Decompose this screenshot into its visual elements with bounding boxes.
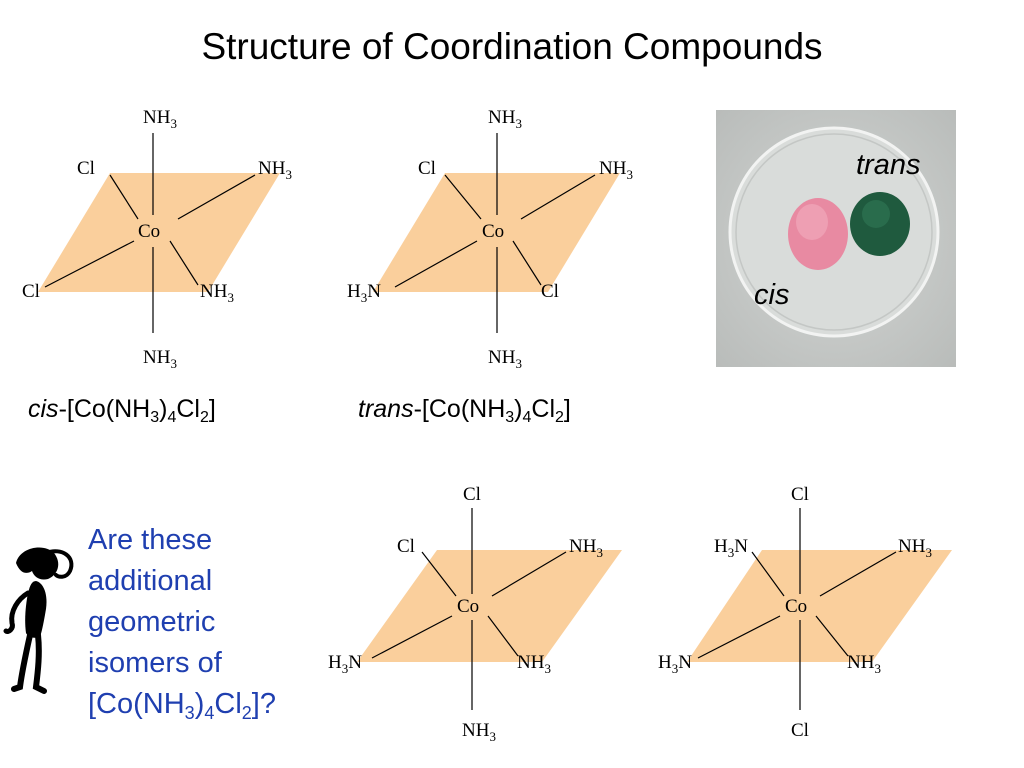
center-atom: Co <box>785 596 807 617</box>
bond-eq-lower-left <box>371 615 453 659</box>
center-atom: Co <box>457 596 479 617</box>
ligand-top: Cl <box>791 484 809 505</box>
question-text: Are these additional geometric isomers o… <box>88 524 276 723</box>
ligand-lower-right: Cl <box>541 281 559 302</box>
trans-caption: trans-[Co(NH3)4Cl2] <box>358 395 571 426</box>
bond-eq-upper-left <box>444 174 482 220</box>
bond-eq-lower-right <box>512 240 542 286</box>
ligand-bottom: Cl <box>791 720 809 741</box>
bond-eq-lower-right <box>487 615 519 657</box>
bond-eq-upper-right <box>520 174 596 220</box>
ligand-lower-left: H3N <box>328 652 362 676</box>
petri-dish-rim <box>735 133 933 331</box>
bond-eq-lower-left <box>697 615 781 659</box>
ligand-bottom: NH3 <box>462 720 496 744</box>
bond-eq-upper-right <box>491 551 567 597</box>
bond-eq-upper-right <box>819 551 897 597</box>
ligand-upper-left: Cl <box>397 536 415 557</box>
ligand-bottom: NH3 <box>488 347 522 371</box>
bond-eq-lower-right <box>169 240 199 286</box>
ligand-upper-right: NH3 <box>898 536 932 560</box>
sample-photo: trans cis <box>716 110 956 367</box>
ligand-top: NH3 <box>488 107 522 131</box>
ligand-lower-left: H3N <box>347 281 381 305</box>
ligand-lower-right: NH3 <box>847 652 881 676</box>
center-atom: Co <box>138 221 160 242</box>
bond-eq-lower-left <box>44 240 135 288</box>
ligand-upper-right: NH3 <box>599 158 633 182</box>
ligand-lower-left: H3N <box>658 652 692 676</box>
ligand-upper-right: NH3 <box>258 158 292 182</box>
bond-eq-lower-right <box>815 615 849 657</box>
bond-eq-upper-left <box>109 174 139 220</box>
ligand-upper-right: NH3 <box>569 536 603 560</box>
ligand-upper-left: Cl <box>77 158 95 179</box>
trans-sample-highlight <box>862 200 890 228</box>
ligand-top: NH3 <box>143 107 177 131</box>
label-trans: trans <box>856 149 920 181</box>
bond-eq-upper-left <box>421 551 457 597</box>
cis-structure: NH3 Cl NH3 Co Cl NH3 NH3 <box>22 107 292 371</box>
bond-eq-lower-left <box>394 240 478 288</box>
isomer-structure-4: Cl H3N NH3 Co H3N NH3 Cl <box>658 484 952 741</box>
ligand-top: Cl <box>463 484 481 505</box>
cis-sample-highlight <box>796 204 828 240</box>
octahedral-plane <box>373 173 620 292</box>
ligand-lower-left: Cl <box>22 281 40 302</box>
cis-caption: cis-[Co(NH3)4Cl2] <box>28 395 216 426</box>
bond-eq-upper-left <box>751 551 785 597</box>
ligand-lower-right: NH3 <box>517 652 551 676</box>
bond-eq-upper-right <box>177 174 256 220</box>
label-cis: cis <box>754 279 789 311</box>
isomer-structure-3: Cl Cl NH3 Co H3N NH3 NH3 <box>328 484 622 744</box>
octahedral-plane <box>687 550 952 662</box>
page-title: Structure of Coordination Compounds <box>201 26 823 67</box>
octahedral-plane <box>357 550 622 662</box>
octahedral-plane <box>38 173 280 292</box>
thinking-figure-icon <box>3 547 74 694</box>
trans-structure: NH3 Cl NH3 Co H3N Cl NH3 <box>347 107 633 371</box>
ligand-lower-right: NH3 <box>200 281 234 305</box>
center-atom: Co <box>482 221 504 242</box>
ligand-upper-left: Cl <box>418 158 436 179</box>
ligand-upper-left: H3N <box>714 536 748 560</box>
ligand-bottom: NH3 <box>143 347 177 371</box>
